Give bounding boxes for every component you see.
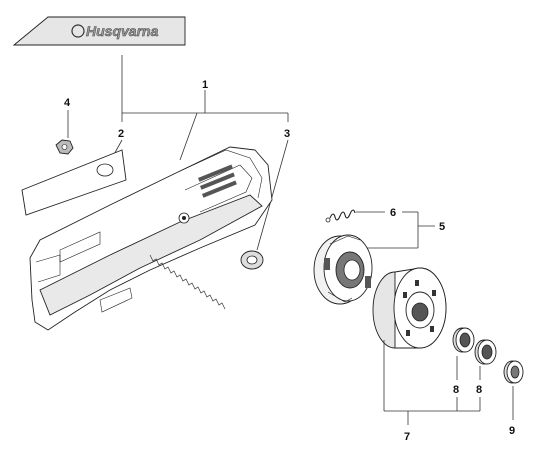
callout-4: 4: [64, 97, 71, 109]
callout-7: 7: [404, 431, 410, 443]
clutch-drum-part-7: [372, 267, 447, 349]
callout-5: 5: [439, 221, 445, 233]
callout-1: 1: [202, 79, 208, 91]
decal-part-2: [21, 149, 127, 216]
washer-part-3: [240, 250, 264, 270]
callout-8b: 8: [476, 384, 482, 396]
callout-9: 9: [509, 425, 515, 437]
leaders-1-2-3: [67, 55, 289, 251]
bearing-part-8a: [452, 327, 475, 353]
decal-logo-text: Husqvarna: [86, 23, 159, 39]
guard-vent-slots: [198, 164, 237, 198]
washer-part-9: [503, 360, 524, 384]
callout-6: 6: [390, 207, 396, 219]
callout-3: 3: [284, 128, 290, 140]
husqvarna-crown-icon: [71, 24, 85, 38]
callout-8a: 8: [453, 384, 459, 396]
callout-2: 2: [118, 128, 124, 140]
leaders-7-8-9: [383, 340, 514, 425]
belt-guard-part-1: [29, 146, 273, 331]
spring-part-6: [325, 209, 356, 223]
clutch-part-5: [313, 234, 373, 305]
bearing-part-8b: [474, 339, 497, 365]
husqvarna-decal: Husqvarna: [12, 16, 186, 46]
nut-part-4: [55, 139, 74, 155]
